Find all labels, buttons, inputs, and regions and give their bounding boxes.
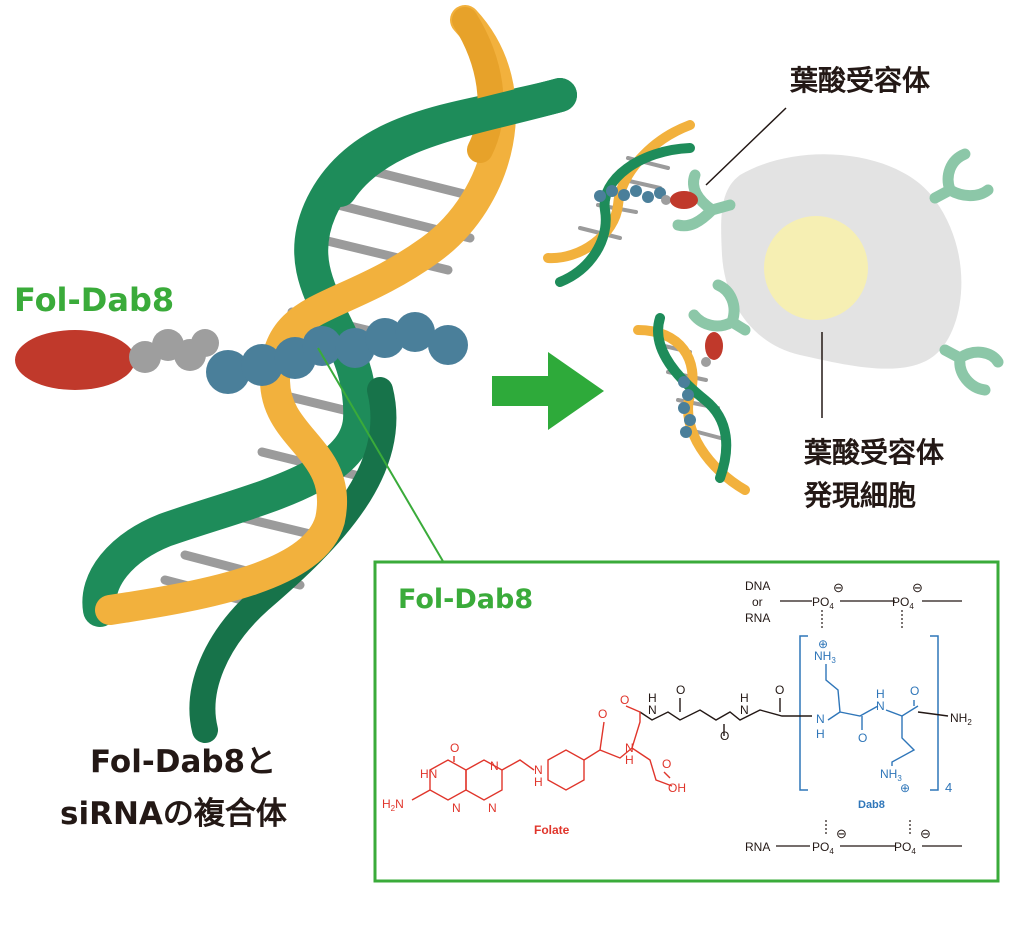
fol-n-amide: N <box>625 741 634 755</box>
dab-n-2: N <box>876 699 885 713</box>
dab-h-2: H <box>876 687 885 701</box>
fol-h-amide: H <box>625 753 634 767</box>
dna-helix-large <box>82 5 577 743</box>
complex-label-line1: Fol-Dab8と <box>90 744 276 780</box>
po4-bottom-2: PO4 <box>894 840 916 856</box>
gly-n-2: N <box>740 703 749 717</box>
fol-o-2: O <box>620 693 629 707</box>
receptor-label: 葉酸受容体 <box>789 64 931 97</box>
green-strand-lower <box>189 377 397 743</box>
po4-top-2: PO4 <box>892 595 914 611</box>
gly-o-3: O <box>775 683 784 697</box>
orange-strand-top <box>452 7 504 163</box>
structure-inset: Fol-Dab8 DNA or RNA PO4 PO4 ⊖ ⊖ 4 ⊕ <box>373 560 1000 883</box>
folate-bonds <box>411 705 673 801</box>
minus-bottom-1: ⊖ <box>836 826 847 841</box>
dna-label: DNA <box>745 579 770 593</box>
callout-line <box>317 347 445 564</box>
minus-top-1: ⊖ <box>833 580 844 595</box>
nh2-end: NH2 <box>950 711 972 727</box>
fol-n-3: N <box>488 801 497 815</box>
gly-h-1: H <box>648 691 657 705</box>
fol-dab8-label: Fol-Dab8 <box>14 281 174 319</box>
nh3-bottom: NH3 <box>880 767 902 783</box>
folate-head <box>15 330 135 390</box>
cell-label-line2: 発現細胞 <box>803 479 916 512</box>
fol-o-ring: O <box>450 741 459 755</box>
dab-n-1: N <box>816 712 825 726</box>
fol-h2n: H2N <box>382 797 404 813</box>
arrow-right-icon <box>492 352 604 430</box>
minus-top-2: ⊖ <box>912 580 923 595</box>
small-complex-upper <box>543 120 698 287</box>
inset-title: Fol-Dab8 <box>398 584 533 615</box>
nucleus <box>764 216 868 320</box>
gly-h-2: H <box>740 691 749 705</box>
green-strand-top <box>323 78 577 207</box>
gly-o-1: O <box>676 683 685 697</box>
fol-n-amine: N <box>534 763 543 777</box>
repeat-count: 4 <box>945 780 952 795</box>
folate-caption: Folate <box>534 823 570 837</box>
cell-label-line1: 葉酸受容体 <box>803 436 945 469</box>
plus-top: ⊕ <box>818 637 828 651</box>
fol-o-amide: O <box>598 707 607 721</box>
rna-label: RNA <box>745 611 770 625</box>
gly-n-1: N <box>648 703 657 717</box>
minus-bottom-2: ⊖ <box>920 826 931 841</box>
fol-n-1: N <box>452 801 461 815</box>
dab-o-2: O <box>910 684 919 698</box>
rna-bottom-label: RNA <box>745 840 770 854</box>
receptor-callout-line <box>705 107 787 186</box>
fol-dab8-molecule-large <box>15 312 468 394</box>
complex-label-line2: siRNAの複合体 <box>60 796 287 832</box>
po4-bottom-1: PO4 <box>812 840 834 856</box>
fol-oh: OH <box>668 781 686 795</box>
repeat-brackets <box>799 635 939 791</box>
dab8-beads-blue <box>206 312 468 394</box>
nh3-top: NH3 <box>814 649 836 665</box>
receptors <box>672 148 1004 396</box>
or-label: or <box>752 595 763 609</box>
dab-o-1: O <box>858 731 867 745</box>
inset-frame <box>373 560 1000 883</box>
po4-top-1: PO4 <box>812 595 834 611</box>
fol-h-amine: H <box>534 775 543 789</box>
fol-hn: HN <box>420 767 437 781</box>
target-cell <box>672 148 1004 396</box>
plus-bottom: ⊕ <box>900 781 910 795</box>
dab-h-1: H <box>816 727 825 741</box>
fol-o-3: O <box>662 757 671 771</box>
linker-beads-gray <box>129 329 219 373</box>
dab8-caption: Dab8 <box>858 799 885 811</box>
small-complex-lower <box>633 313 750 495</box>
